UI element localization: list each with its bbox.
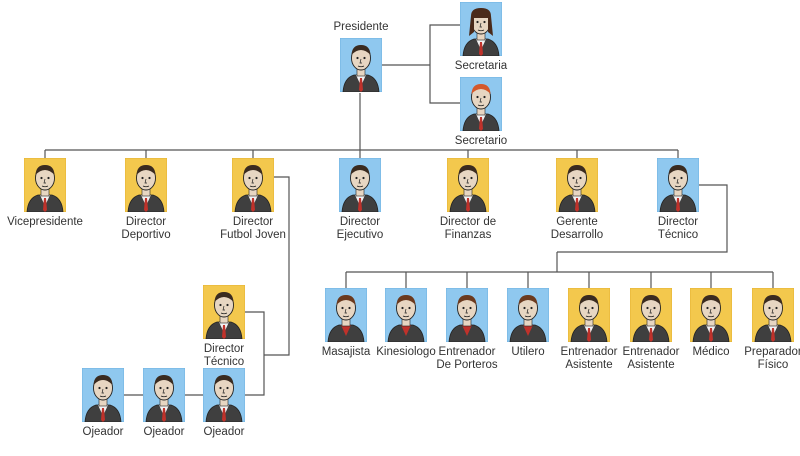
edge-futbol-joven-tecnico xyxy=(264,176,290,356)
org-node-masajista: Masajista xyxy=(291,287,401,359)
org-node-ojeador-3: Ojeador xyxy=(169,367,279,439)
node-label: Entrenador De Porteros xyxy=(436,346,498,371)
org-node-gerente-desarrollo: Gerente Desarrollo xyxy=(522,157,632,242)
node-label: Ojeador xyxy=(203,426,245,438)
node-label: Utilero xyxy=(511,346,545,358)
staff-man-icon xyxy=(445,287,489,343)
node-label: Director Deportivo xyxy=(121,216,171,241)
suit-man-icon xyxy=(81,367,125,423)
org-node-vicepresidente: Vicepresidente xyxy=(0,157,100,229)
node-label: Director Técnico xyxy=(203,343,245,368)
org-node-medico: Médico xyxy=(656,287,766,359)
staff-drops xyxy=(345,272,774,289)
org-node-director-deportivo: Director Deportivo xyxy=(91,157,201,242)
org-node-ojeador-2: Ojeador xyxy=(109,367,219,439)
node-label: Secretario xyxy=(454,135,508,147)
bus-drops xyxy=(44,150,679,160)
org-node-kinesiologo: Kinesiologo xyxy=(351,287,461,359)
org-node-preparador-fisico: Preparador Físico xyxy=(718,287,800,372)
staff-man-icon xyxy=(384,287,428,343)
org-node-entrenador-porteros: Entrenador De Porteros xyxy=(412,287,522,372)
secretary-man-icon xyxy=(459,76,503,132)
node-label: Director Futbol Joven xyxy=(220,216,286,241)
suit-man-icon xyxy=(629,287,673,343)
org-node-ojeador-1: Ojeador xyxy=(48,367,158,439)
node-label: Gerente Desarrollo xyxy=(550,216,604,241)
org-node-presidente: Presidente xyxy=(306,21,416,93)
suit-man-icon xyxy=(689,287,733,343)
suit-man-icon xyxy=(202,367,246,423)
node-label: Entrenador Asistente xyxy=(622,346,680,371)
org-node-director-tecnico: Director Técnico xyxy=(623,157,733,242)
node-label: Director de Finanzas xyxy=(439,216,497,241)
secretary-woman-icon xyxy=(459,1,503,57)
edge-tecnico-ojeador xyxy=(245,311,265,396)
org-node-secretaria: Secretaria xyxy=(426,1,536,73)
org-node-entrenador-asistente-2: Entrenador Asistente xyxy=(596,287,706,372)
node-label: Director Técnico xyxy=(657,216,699,241)
suit-man-icon xyxy=(23,157,67,213)
suit-man-icon xyxy=(567,287,611,343)
node-label: Ojeador xyxy=(143,426,185,438)
suit-man-icon xyxy=(231,157,275,213)
org-node-director-tecnico-joven: Director Técnico xyxy=(169,284,279,369)
suit-man-icon xyxy=(339,37,383,93)
staff-man-icon xyxy=(506,287,550,343)
suit-man-icon xyxy=(656,157,700,213)
node-label: Masajista xyxy=(321,346,371,358)
org-node-utilero: Utilero xyxy=(473,287,583,359)
node-label: Kinesiologo xyxy=(376,346,436,358)
node-label: Ojeador xyxy=(82,426,124,438)
org-node-secretario: Secretario xyxy=(426,76,536,148)
suit-man-icon xyxy=(338,157,382,213)
node-label: Vicepresidente xyxy=(7,216,83,228)
org-node-entrenador-asistente-1: Entrenador Asistente xyxy=(534,287,644,372)
edge-director-tecnico-staff xyxy=(557,184,728,253)
suit-man-icon xyxy=(142,367,186,423)
node-label: Entrenador Asistente xyxy=(560,346,618,371)
suit-man-icon xyxy=(124,157,168,213)
org-node-director-ejecutivo: Director Ejecutivo xyxy=(305,157,415,242)
suit-man-icon xyxy=(202,284,246,340)
staff-man-icon xyxy=(324,287,368,343)
node-label: Director Ejecutivo xyxy=(336,216,384,241)
edge-presidente-secretarias xyxy=(382,24,460,104)
node-label: Presidente xyxy=(333,21,389,33)
org-node-director-futbol-joven: Director Futbol Joven xyxy=(198,157,308,242)
node-label: Preparador Físico xyxy=(744,346,800,371)
suit-man-icon xyxy=(446,157,490,213)
node-label: Médico xyxy=(692,346,730,358)
suit-man-icon xyxy=(555,157,599,213)
org-node-director-finanzas: Director de Finanzas xyxy=(413,157,523,242)
suit-man-icon xyxy=(751,287,795,343)
node-label: Secretaria xyxy=(454,60,508,72)
